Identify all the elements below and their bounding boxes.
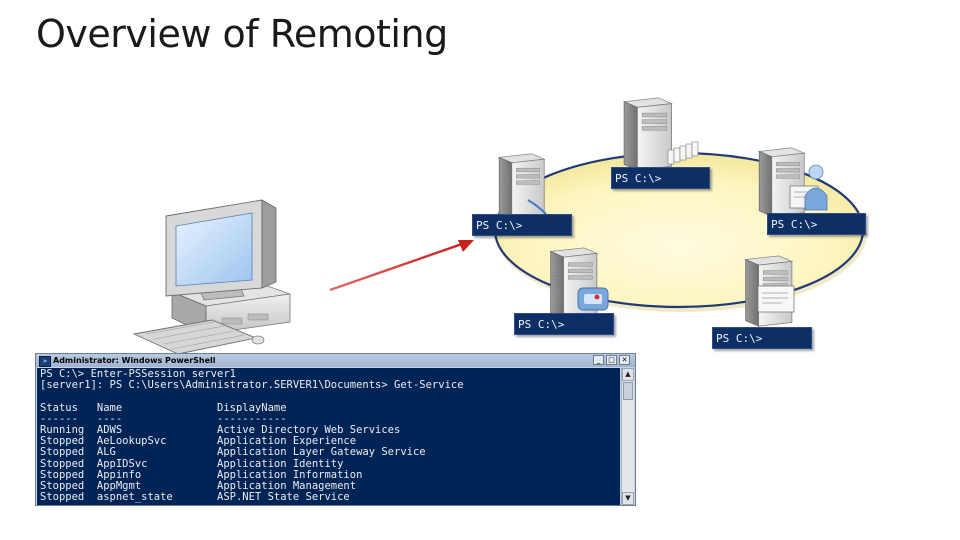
server-icon-top <box>623 97 699 171</box>
console-line: Stopped AppIDSvc Application Identity <box>40 458 344 470</box>
server-prompt-label-lower-right: PS C:\> <box>712 327 812 349</box>
powershell-window-title: Administrator: Windows PowerShell <box>53 356 216 365</box>
console-line: Stopped AeLookupSvc Application Experien… <box>40 435 357 447</box>
server-prompt-label-upper-right: PS C:\> <box>767 213 866 235</box>
powershell-window: > Administrator: Windows PowerShell _ □ … <box>35 353 636 506</box>
server-prompt-label-lower-left: PS C:\> <box>514 313 614 335</box>
server-prompt-label-upper-left: PS C:\> <box>472 214 572 236</box>
console-line: Status Name DisplayName <box>40 402 287 414</box>
console-line: PS C:\> Enter-PSSession server1 <box>40 368 236 380</box>
server-icon-upper-left <box>498 153 547 223</box>
console-line: Stopped Appinfo Application Information <box>40 469 363 481</box>
server-prompt-label-top: PS C:\> <box>611 167 710 189</box>
scroll-up-button[interactable]: ▲ <box>622 368 634 381</box>
desktop-computer-icon <box>132 199 291 355</box>
powershell-icon: > <box>39 356 51 367</box>
scroll-thumb[interactable] <box>623 382 633 400</box>
console-line: Stopped AppMgmt Application Management <box>40 480 357 492</box>
powershell-titlebar[interactable]: > Administrator: Windows PowerShell _ □ … <box>36 354 635 367</box>
remote-connection-arrow <box>329 240 474 292</box>
console-line: Stopped ALG Application Layer Gateway Se… <box>40 446 426 458</box>
slide-title: Overview of Remoting <box>36 12 448 56</box>
server-icon-upper-right <box>758 147 828 217</box>
server-icon-lower-left <box>550 247 609 319</box>
console-scrollbar[interactable]: ▲ ▼ <box>621 368 634 505</box>
minimize-button[interactable]: _ <box>593 355 604 365</box>
console-line: ------ ---- ----------- <box>40 413 287 425</box>
console-line: Stopped aspnet_state ASP.NET State Servi… <box>40 491 350 503</box>
server-icon-lower-right <box>745 255 795 327</box>
scroll-down-button[interactable]: ▼ <box>622 492 634 505</box>
console-line: [server1]: PS C:\Users\Administrator.SER… <box>40 379 464 391</box>
maximize-button[interactable]: □ <box>606 355 617 365</box>
close-button[interactable]: ✕ <box>619 355 630 365</box>
powershell-console[interactable]: PS C:\> Enter-PSSession server1 [server1… <box>37 368 620 505</box>
console-line: Running ADWS Active Directory Web Servic… <box>40 424 401 436</box>
